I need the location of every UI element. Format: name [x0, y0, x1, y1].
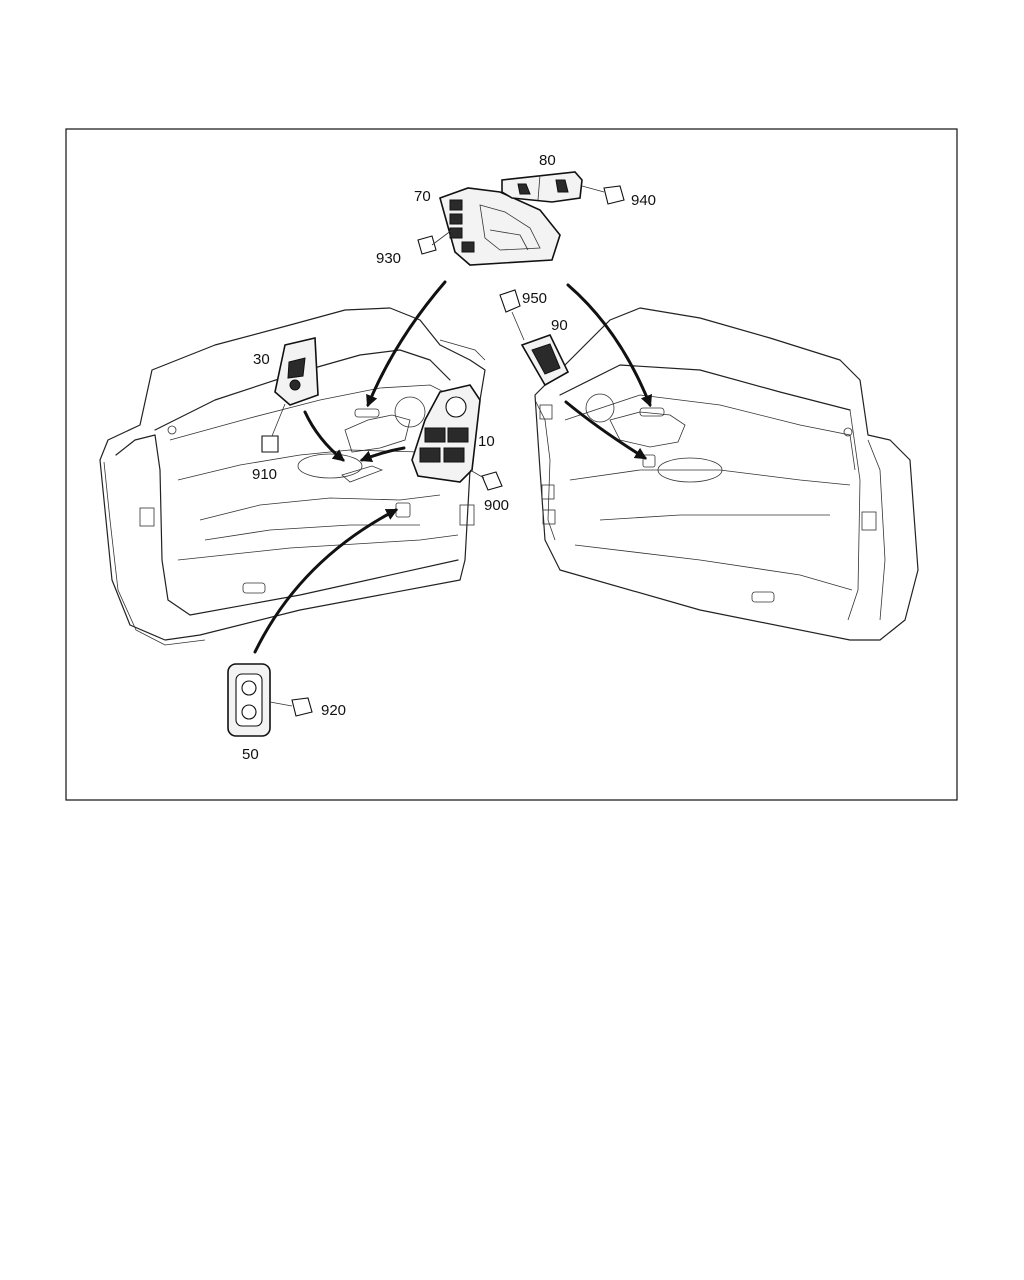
connector-920	[269, 697, 313, 717]
door-switch-90	[520, 334, 570, 387]
callout-10: 10	[478, 433, 495, 450]
callout-90: 90	[551, 317, 568, 334]
connector-930	[417, 229, 453, 255]
connector-940	[581, 185, 625, 205]
connector-910	[261, 403, 286, 453]
callout-950: 950	[522, 290, 547, 307]
callout-80: 80	[539, 152, 556, 169]
callout-930: 930	[376, 250, 401, 267]
right-door	[534, 307, 919, 641]
window-switch-10	[411, 384, 481, 483]
mirror-switch-50	[227, 663, 271, 737]
install-arrows	[253, 280, 653, 654]
callout-50: 50	[242, 746, 259, 763]
callout-30: 30	[253, 351, 270, 368]
memory-switch-80	[501, 171, 583, 203]
callout-940: 940	[631, 192, 656, 209]
seat-switch-70	[439, 187, 561, 266]
door-switch-30	[274, 337, 319, 406]
callout-70: 70	[414, 188, 431, 205]
callout-910: 910	[252, 466, 277, 483]
callout-900: 900	[484, 497, 509, 514]
connector-900	[469, 469, 503, 491]
callout-920: 920	[321, 702, 346, 719]
diagram-frame	[65, 128, 958, 801]
connector-950	[499, 289, 525, 341]
